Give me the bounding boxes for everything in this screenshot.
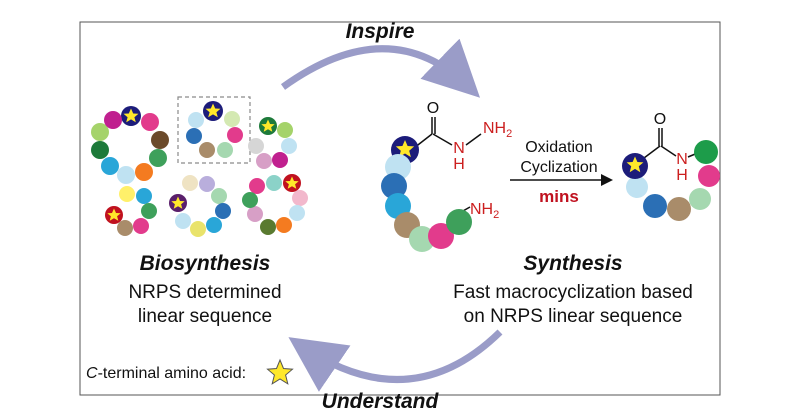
- star-icon: [285, 176, 299, 189]
- biosynthesis-title: Biosynthesis: [140, 252, 271, 275]
- star-icon: [205, 103, 221, 118]
- legend-rest: -terminal amino acid:: [98, 365, 247, 382]
- atom-nh2-top: NH2: [483, 120, 512, 140]
- inspire-arrow: [280, 38, 481, 98]
- highlight-dashed-box: [177, 96, 251, 164]
- synthesis-desc-line1: Fast macrocyclization based: [453, 282, 693, 303]
- star-icon: [171, 196, 185, 209]
- cyclic-peptide: O N H: [622, 111, 720, 221]
- ring-d: [105, 186, 157, 236]
- understand-label: Understand: [322, 390, 440, 413]
- biosynthesis-rings: [91, 96, 308, 237]
- star-icon: [107, 208, 121, 221]
- star-icon: [626, 156, 644, 173]
- ring-f: [242, 174, 308, 235]
- product-atom-o: O: [654, 111, 666, 128]
- outer-frame: [79, 21, 721, 396]
- atom-n: N: [453, 140, 465, 157]
- atom-nh2-bottom: NH2: [470, 201, 499, 221]
- star-icon: [395, 140, 415, 158]
- inspire-label: Inspire: [346, 20, 415, 43]
- biosynthesis-desc-line2: linear sequence: [138, 306, 272, 327]
- ring-a: [91, 106, 169, 184]
- legend-star-icon: [266, 358, 294, 385]
- product-atom-n: N: [676, 151, 688, 168]
- star-icon: [261, 119, 275, 132]
- atom-h: H: [453, 156, 465, 173]
- ring-b: [186, 101, 243, 158]
- legend-c: C: [86, 365, 98, 382]
- cyclization-label: Cyclization: [520, 159, 597, 176]
- synthesis-title: Synthesis: [523, 252, 622, 275]
- linear-peptide: O N H NH2 NH2: [381, 100, 512, 252]
- synthesis-desc-line2: on NRPS linear sequence: [464, 306, 683, 327]
- legend-text: C-terminal amino acid:: [86, 365, 246, 382]
- mins-label: mins: [539, 187, 579, 206]
- atom-o: O: [427, 100, 439, 117]
- oxidation-label: Oxidation: [525, 139, 593, 156]
- product-atom-h: H: [676, 167, 688, 184]
- understand-arrow: [288, 329, 503, 392]
- biosynthesis-desc-line1: NRPS determined: [128, 282, 281, 303]
- star-icon: [123, 108, 139, 123]
